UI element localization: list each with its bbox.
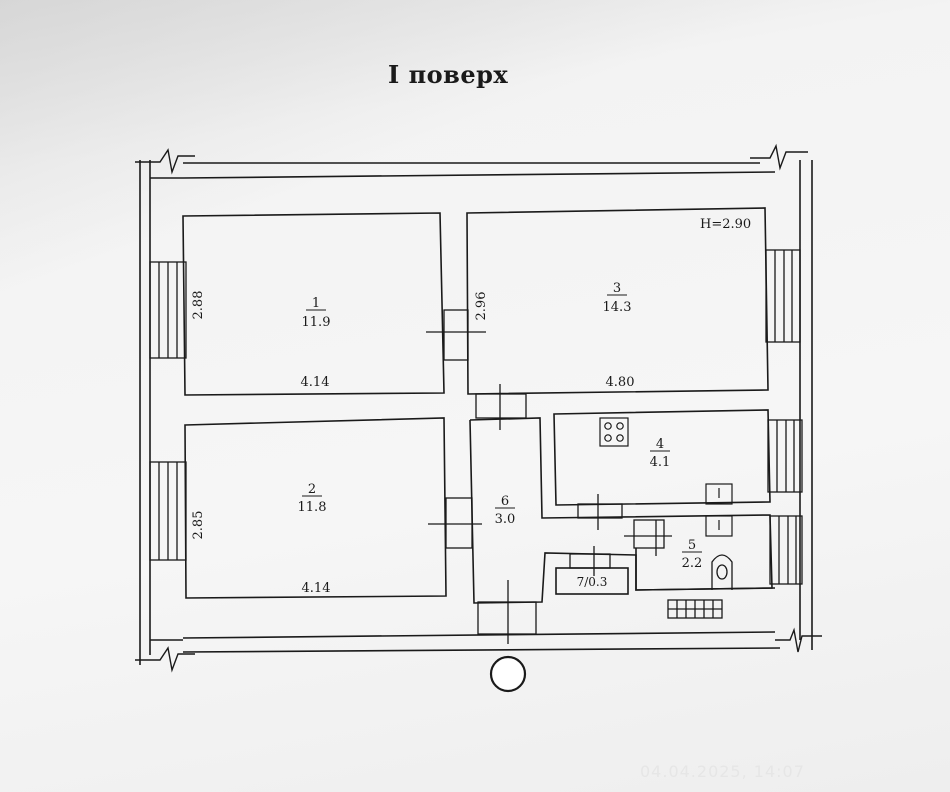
door-kitchen [577,494,623,530]
room-3-area: 14.3 [603,300,632,315]
washbasin-icon [705,515,733,537]
door-room-1-3 [426,309,486,361]
room-1-number: 1 [312,296,320,311]
room-labels: H=2.90 1 11.9 4.14 2.88 2 11.8 4.14 2.85… [191,217,751,596]
room-1-length: 2.88 [191,291,206,320]
room-1-area: 11.9 [302,315,331,330]
ceiling-height-label: H=2.90 [700,217,751,232]
wall-break-symbols [135,143,822,673]
room-3-width: 4.80 [606,375,635,390]
window-right-bottom [769,515,803,585]
entrance-marker [489,655,527,693]
window-right-middle [767,419,803,493]
kitchen-sink-icon [705,483,733,505]
window-left-top [149,261,187,359]
radiator-icon [667,599,723,619]
floor-title: I поверх [388,60,509,89]
door-room-2 [428,497,482,549]
room-5-bathroom [635,548,776,591]
room-3-length: 2.96 [474,292,489,321]
room-1-width: 4.14 [301,375,330,390]
room-2-area: 11.8 [298,500,327,515]
room-2-width: 4.14 [302,581,331,596]
room-1 [182,212,445,396]
room-4 [553,409,771,506]
entrance-door [477,580,537,644]
room-2-length: 2.85 [191,511,206,540]
room-3-number: 3 [613,281,621,296]
room-7-label: 7/0.3 [577,575,608,589]
photo-timestamp: 04.04.2025, 14:07 [640,762,805,781]
room-5-number: 5 [688,538,696,553]
stove-icon [599,417,629,447]
room-2-number: 2 [308,482,316,497]
window-left-bottom [149,461,187,561]
outer-walls [139,160,813,665]
room-6-number: 6 [501,494,509,509]
room-4-number: 4 [656,437,664,452]
door-room-3-corridor [475,384,527,430]
window-right-top [765,249,801,343]
door-closet [569,546,611,576]
room-4-area: 4.1 [650,455,671,470]
room-6-area: 3.0 [495,512,516,527]
toilet-icon [711,554,733,590]
room-5-area: 2.2 [682,556,703,571]
door-bathroom [624,519,672,556]
